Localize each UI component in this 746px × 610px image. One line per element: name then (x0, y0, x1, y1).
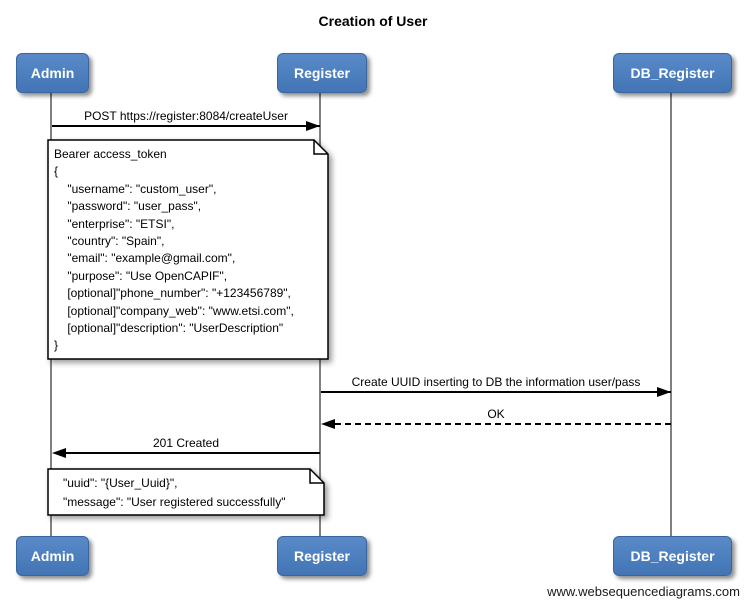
message-label-post-create-user: POST https://register:8084/createUser (84, 109, 288, 123)
actor-label: DB_Register (630, 65, 715, 81)
message-label-201-created: 201 Created (152, 436, 220, 450)
message-line (56, 452, 320, 454)
actor-label: DB_Register (630, 548, 715, 564)
actor-register-top: Register (277, 53, 367, 93)
arrowhead-left-icon (321, 419, 335, 429)
actor-register-bottom: Register (277, 536, 367, 576)
actor-admin-bottom: Admin (16, 536, 89, 576)
watermark: www.websequencediagrams.com (547, 584, 740, 599)
message-label-ok: OK (487, 407, 505, 421)
actor-db-register-top: DB_Register (613, 53, 732, 93)
diagram-title: Creation of User (318, 13, 428, 29)
actor-label: Register (293, 548, 351, 564)
actor-label: Admin (30, 548, 75, 564)
actor-db-register-bottom: DB_Register (613, 536, 732, 576)
note-request-body: Bearer access_token { "username": "custo… (47, 139, 329, 360)
message-line-dashed (325, 423, 671, 425)
note-frame (47, 468, 325, 516)
message-line (321, 391, 671, 393)
lifeline-db-register (670, 91, 672, 536)
actor-label: Admin (30, 65, 75, 81)
note-response-body: "uuid": "{User_Uuid}", "message": "User … (47, 468, 325, 516)
arrowhead-right-icon (657, 387, 671, 397)
actor-label: Register (293, 65, 351, 81)
actor-admin-top: Admin (16, 53, 89, 93)
note-text: Bearer access_token { "username": "custo… (54, 147, 294, 353)
message-line (52, 125, 320, 127)
arrowhead-right-icon (306, 121, 320, 131)
note-frame (47, 139, 329, 360)
message-label-create-uuid: Create UUID inserting to DB the informat… (351, 375, 641, 389)
note-text: "uuid": "{User_Uuid}", "message": "User … (63, 476, 286, 509)
arrowhead-left-icon (52, 448, 66, 458)
